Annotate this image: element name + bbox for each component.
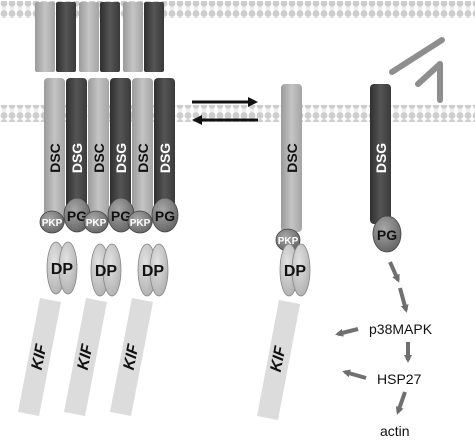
kif-label-3: KIF (121, 342, 143, 372)
dsg-label-2: DSG (113, 143, 129, 173)
signaling-pathway: p38MAPK HSP27 actin (335, 261, 433, 439)
pkp-label-3: PKP (130, 218, 151, 229)
kif-label-1: KIF (29, 342, 51, 372)
dsc-single (281, 84, 302, 232)
dp-label-3: DP (142, 263, 165, 280)
arrow-pg-to-p38-2 (398, 287, 409, 313)
upper-dsg-1 (56, 2, 76, 72)
pg-blob-3 (151, 197, 179, 233)
arrow-hsp27-to-kif (342, 369, 367, 380)
dissociated-dsc: DSC PKP DP KIF (257, 84, 311, 420)
dsg-column-3 (154, 78, 175, 208)
antibody-icon (389, 37, 445, 103)
arrow-p38-to-kif (335, 327, 359, 337)
dp-single (279, 243, 311, 297)
upper-dsg-2 (100, 2, 120, 72)
dissociated-dsg: DSG PG (370, 84, 402, 253)
dsc-label-3: DSC (135, 143, 151, 173)
dsg-single (370, 84, 391, 224)
pathway-step-actin: actin (380, 423, 410, 439)
desmosome-assembled: DSC DSG DSC DSG DSC DSG PG PG PG PKP PKP… (18, 2, 179, 416)
upper-dsc-3 (123, 2, 143, 72)
dsg-column-1 (66, 78, 87, 208)
dsc-label-1: DSC (47, 143, 63, 173)
dp-blob-1 (46, 241, 78, 295)
upper-dsc-2 (79, 2, 99, 72)
dsg-column-2 (110, 78, 131, 208)
pg-label-2: PG (111, 208, 131, 224)
dp-blob-3 (137, 243, 169, 297)
pg-single (372, 215, 402, 253)
dp-single-label: DP (284, 263, 307, 280)
dp-blob-2 (90, 243, 122, 297)
pg-single-label: PG (377, 227, 397, 243)
dp-label-1: DP (51, 261, 74, 278)
kif-filament-1 (18, 298, 61, 416)
pkp-blob-2 (83, 210, 109, 234)
dsc-single-label: DSC (284, 143, 300, 173)
dsg-single-label: DSG (373, 143, 389, 173)
upper-dsc-1 (35, 2, 55, 72)
kif-label-2: KIF (75, 342, 97, 372)
kif-filament-3 (110, 298, 153, 416)
arrow-hsp27-to-actin (395, 391, 407, 415)
pkp-single-label: PKP (278, 236, 299, 247)
kif-filament-single (257, 300, 300, 420)
pathway-step-hsp27: HSP27 (377, 371, 422, 387)
dsc-column-1 (44, 78, 65, 226)
pkp-label-1: PKP (42, 218, 63, 229)
kif-filament-2 (64, 298, 107, 416)
dsc-label-2: DSC (91, 143, 107, 173)
arrow-pg-to-p38 (388, 261, 400, 283)
dp-label-2: DP (95, 263, 118, 280)
pkp-label-2: PKP (86, 218, 107, 229)
dsc-column-2 (88, 78, 109, 226)
dsc-column-3 (132, 78, 153, 226)
pg-label-1: PG (67, 208, 87, 224)
pg-label-3: PG (155, 208, 175, 224)
kif-single-label: KIF (268, 344, 290, 374)
dsg-label-3: DSG (157, 143, 173, 173)
pathway-step-p38mapk: p38MAPK (369, 321, 433, 337)
upper-dsg-3 (144, 2, 164, 72)
pkp-blob-1 (39, 210, 65, 234)
pkp-blob-3 (127, 210, 153, 234)
dsg-label-1: DSG (69, 143, 85, 173)
